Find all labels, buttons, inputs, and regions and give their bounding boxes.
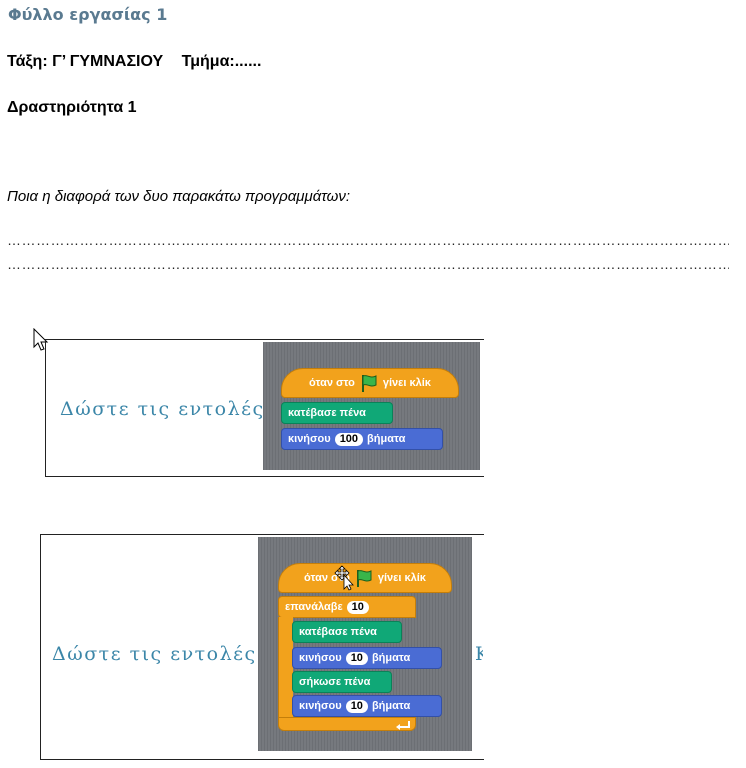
move-cursor-icon: [334, 565, 354, 591]
sheet-title: Φύλλο εργασίας 1: [8, 5, 168, 24]
program2-move1-suffix: βήματα: [371, 652, 411, 664]
program1-hat-prefix: όταν στο: [309, 377, 355, 389]
green-flag-icon: [356, 570, 372, 587]
program2-move1-value[interactable]: 10: [345, 651, 368, 665]
program2-hat-block[interactable]: όταν στο γίνει κλίκ: [278, 563, 452, 593]
program2-repeat-bottom: [278, 717, 416, 731]
program2-frame: [40, 534, 484, 760]
section-label: Τμήμα:......: [181, 53, 262, 70]
program1-move-block[interactable]: κινήσου 100 βήματα: [281, 428, 443, 450]
program1-move-suffix: βήματα: [367, 433, 406, 445]
program2-move2-value[interactable]: 10: [345, 699, 368, 713]
program2-repeat-value[interactable]: 10: [346, 600, 369, 614]
program2-hat-suffix: γίνει κλίκ: [377, 572, 426, 584]
mouse-pointer-icon: [33, 328, 49, 351]
program2-repeat-block[interactable]: επανάλαβε 10: [278, 596, 416, 618]
program1-pen-down-label: κατέβασε πένα: [288, 407, 366, 419]
program2-pen-up-block[interactable]: σήκωσε πένα: [292, 671, 392, 693]
program2-move2-suffix: βήματα: [371, 700, 411, 712]
program1-pen-down-block[interactable]: κατέβασε πένα: [281, 402, 393, 424]
program1-instruction: Δώστε τις εντολές:: [60, 398, 273, 420]
program2-pen-up-label: σήκωσε πένα: [299, 676, 371, 688]
program1-frame: [45, 339, 484, 477]
activity-heading: Δραστηριότητα 1: [7, 99, 137, 116]
question-text: Ποια η διαφορά των δυο παρακάτω προγραμμ…: [7, 188, 351, 205]
program2-cut-text: Κ: [475, 643, 483, 665]
program2-pen-down-block[interactable]: κατέβασε πένα: [292, 621, 402, 643]
program2-move2-prefix: κινήσου: [299, 700, 342, 712]
loop-arrow-icon: [396, 721, 410, 730]
program1-script-area: όταν στο γίνει κλίκ κατέβασε πένα κινήσο…: [263, 342, 480, 470]
program2-move1-prefix: κινήσου: [299, 652, 342, 664]
green-flag-icon: [361, 375, 377, 392]
program2-move1-block[interactable]: κινήσου 10 βήματα: [292, 647, 442, 669]
program1-move-prefix: κινήσου: [288, 433, 331, 445]
program2-repeat-side: [278, 617, 293, 719]
program1-move-value[interactable]: 100: [334, 432, 364, 446]
program2-pen-down-label: κατέβασε πένα: [299, 626, 377, 638]
program2-repeat-label: επανάλαβε: [285, 601, 343, 613]
program2-script-area: όταν στο γίνει κλίκ επανάλαβε 10 κατέβασ…: [258, 537, 472, 751]
program1-hat-suffix: γίνει κλίκ: [382, 377, 431, 389]
class-line: Τάξη: Γ’ ΓΥΜΝΑΣΙΟΥ Τμήμα:......: [7, 53, 275, 71]
class-label: Τάξη: Γ’ ΓΥΜΝΑΣΙΟΥ: [7, 53, 164, 70]
program2-hat-prefix: όταν στο: [304, 572, 350, 584]
answer-line-2: ……………………………………………………………………………………………………………: [7, 256, 729, 272]
program2-instruction: Δώστε τις εντολές:: [52, 643, 265, 665]
program1-hat-block[interactable]: όταν στο γίνει κλίκ: [281, 368, 459, 398]
program2-move2-block[interactable]: κινήσου 10 βήματα: [292, 695, 442, 717]
answer-line-1: ……………………………………………………………………………………………………………: [7, 232, 729, 248]
